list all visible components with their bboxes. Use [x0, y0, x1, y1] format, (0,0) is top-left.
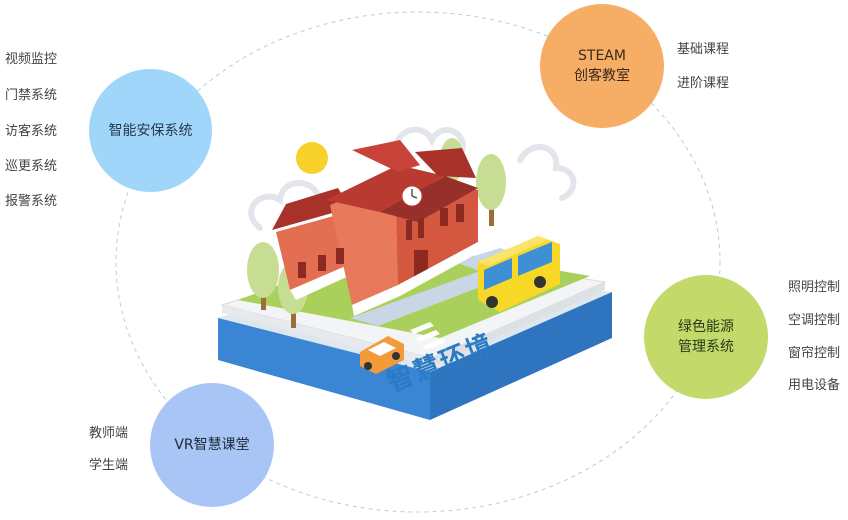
list-item: 空调控制 — [788, 313, 841, 328]
list-item: 视频监控 — [5, 52, 58, 67]
connection-ring — [115, 11, 721, 513]
list-item: 巡更系统 — [5, 159, 58, 174]
security-system-node: 智能安保系统 — [89, 69, 212, 192]
list-item: 报警系统 — [5, 194, 58, 209]
vr-classroom-node: VR智慧课堂 — [150, 383, 274, 507]
steam-title-line2: 创客教室 — [574, 68, 630, 84]
list-item: 用电设备 — [788, 378, 841, 393]
energy-title-line1: 绿色能源 — [678, 319, 734, 335]
vr-client-list: 教师端 学生端 — [89, 422, 149, 482]
school-bus — [478, 236, 560, 312]
vr-classroom-title: VR智慧课堂 — [174, 437, 250, 453]
list-item: 门禁系统 — [5, 88, 58, 103]
security-system-list: 视频监控 门禁系统 访客系统 巡更系统 报警系统 — [5, 48, 85, 218]
crosswalk — [410, 322, 446, 350]
list-item: 照明控制 — [788, 280, 841, 295]
list-item: 窗帘控制 — [788, 346, 841, 361]
list-item: 基础课程 — [677, 42, 730, 57]
steam-course-list: 基础课程 进阶课程 — [677, 38, 757, 98]
steam-title-line1: STEAM — [578, 48, 626, 64]
cloud-icons — [248, 126, 577, 231]
green-energy-node: 绿色能源 管理系统 — [644, 275, 768, 399]
steam-classroom-node: STEAM 创客教室 — [540, 4, 664, 128]
energy-title-line2: 管理系统 — [678, 339, 734, 355]
car — [360, 336, 404, 374]
school-building — [272, 140, 480, 316]
security-system-title: 智能安保系统 — [108, 122, 193, 139]
energy-control-list: 照明控制 空调控制 窗帘控制 用电设备 — [788, 276, 848, 396]
sun-icon — [296, 142, 328, 174]
list-item: 访客系统 — [5, 124, 58, 139]
list-item: 进阶课程 — [677, 76, 730, 91]
list-item: 教师端 — [89, 426, 129, 441]
list-item: 学生端 — [89, 458, 129, 473]
